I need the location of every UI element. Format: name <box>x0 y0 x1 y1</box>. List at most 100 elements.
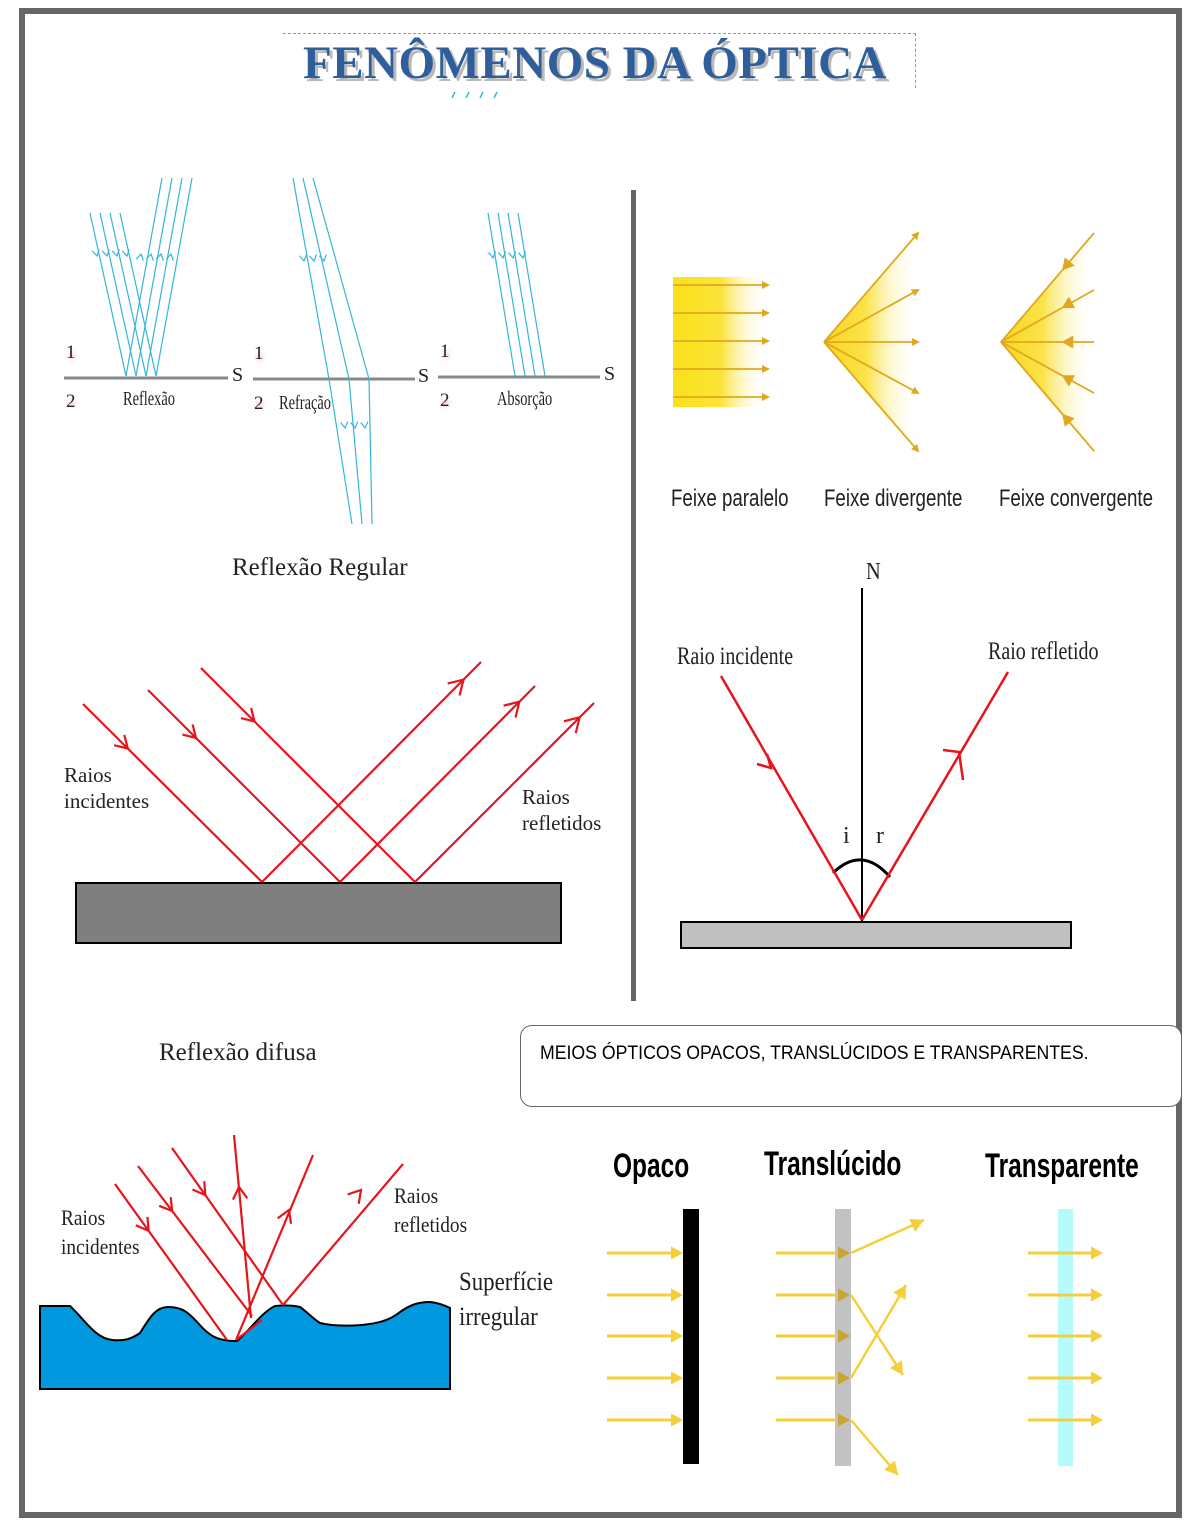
incident-ray-arrow <box>192 1181 207 1197</box>
reflected-ray-arrow <box>231 1184 249 1201</box>
diffuse-reflected-label-line2: refletidos <box>394 1212 468 1237</box>
ray-arrow <box>518 251 527 260</box>
incident-rays-label-line1: Raios <box>64 763 112 787</box>
vertical-divider <box>631 190 636 1001</box>
parallel-beam-glow <box>673 277 768 407</box>
reflexao-rays <box>89 177 193 377</box>
medium-2-label: 2 <box>440 390 450 411</box>
incident-ray <box>517 212 546 377</box>
reflected-ray <box>261 661 482 883</box>
translucent-ray-arrow <box>838 1329 850 1343</box>
reflective-surface <box>75 882 562 944</box>
translucent-ray-arrow <box>838 1413 850 1427</box>
incident-ray <box>82 703 263 883</box>
diffuse-reflected-label-line1: Raios <box>394 1183 439 1208</box>
convergent-ray-arrow <box>1061 375 1076 387</box>
convergent-ray <box>1000 232 1095 343</box>
scattered-ray <box>850 1218 925 1255</box>
scattered-ray-arrow <box>889 1360 903 1375</box>
incident-rays-label-line2: incidentes <box>64 789 150 813</box>
transparent-ray-arrow <box>1091 1413 1103 1427</box>
reflected-ray-arrow <box>563 715 582 734</box>
medium-1-marker <box>437 346 455 364</box>
incident-ray <box>292 177 330 380</box>
translucent-ray-arrow <box>838 1288 850 1302</box>
reflexao-label: Reflexão <box>123 388 175 410</box>
ray-arrow <box>488 251 497 260</box>
incident-ray <box>200 667 416 883</box>
medium-1-label: 1 <box>254 343 264 364</box>
irregular-surface-label-line1: Superfície <box>459 1267 554 1296</box>
regular-reflection-title: Reflexão Regular <box>232 554 408 581</box>
reflected-ray-arrow <box>503 700 521 718</box>
reflected-ray-arrow <box>942 748 965 781</box>
incident-ray-arrow <box>240 707 257 724</box>
incident-ray <box>89 212 127 377</box>
reflected-ray <box>860 671 1010 921</box>
ray-arrow <box>101 249 110 258</box>
convergent-ray <box>1000 289 1095 343</box>
incident-ray <box>137 1165 253 1317</box>
medium-2-marker <box>437 394 455 412</box>
opaque-ray-arrow <box>671 1371 683 1385</box>
page-title: FENÔMENOS DA ÓPTICA <box>303 37 887 89</box>
ray-arrow <box>508 251 517 260</box>
ray-arrow <box>91 249 100 258</box>
convergent-ray-arrow <box>1062 257 1075 271</box>
reflected-ray <box>414 702 595 883</box>
reflected-ray <box>135 177 173 377</box>
incident-ray-arrow <box>113 734 130 751</box>
medium-2-marker <box>63 394 81 412</box>
convergent-beam-glow <box>1000 232 1095 455</box>
opaque-ray-arrow <box>671 1288 683 1302</box>
refracted-ray <box>348 378 363 525</box>
reflected-ray <box>339 685 536 883</box>
incident-ray <box>114 1183 228 1341</box>
transparent-ray-arrow <box>1091 1246 1103 1260</box>
opaque-ray-arrow <box>671 1413 683 1427</box>
incident-ray <box>507 212 536 377</box>
translucent-ray-arrow <box>838 1246 850 1260</box>
reflected-ray-arrow <box>347 1188 363 1204</box>
beams-diagram <box>673 231 1095 455</box>
opaque-ray-arrow <box>671 1329 683 1343</box>
refracao-label: Refração <box>279 392 331 414</box>
angle-r-label: r <box>876 823 884 849</box>
convergent-ray-arrow <box>1062 413 1075 427</box>
convergent-ray-arrow <box>1061 335 1074 349</box>
ray-arrow <box>340 421 349 430</box>
medium-1-label: 1 <box>66 342 76 363</box>
ray-arrow <box>145 252 154 261</box>
title-frame <box>283 33 916 88</box>
reflected-ray <box>145 177 183 377</box>
ray-arrow <box>308 254 318 263</box>
refracao-rays <box>292 177 373 525</box>
beam-label-divergent: Feixe divergente <box>824 485 963 512</box>
reflected-ray <box>235 1319 263 1341</box>
title-decoration <box>451 91 498 99</box>
reflected-ray <box>282 1163 404 1306</box>
medium-1-marker <box>251 348 269 366</box>
incident-ray <box>719 675 864 921</box>
media-label-translucent: Translúcido <box>764 1145 902 1183</box>
diffuse-reflection-diagram <box>39 1134 451 1390</box>
beam-label-convergent: Feixe convergente <box>999 485 1154 512</box>
regular-reflection-diagram <box>75 661 595 944</box>
surface-label: S <box>418 365 430 387</box>
diffuse-incident-label-line1: Raios <box>61 1205 106 1230</box>
ray-arrow <box>155 252 164 261</box>
ray-arrow <box>135 252 144 261</box>
reflected-rays-label-line1: Raios <box>522 785 570 809</box>
refracted-ray <box>368 378 373 525</box>
law-of-reflection-diagram <box>680 588 1072 949</box>
incident-ray <box>147 689 341 883</box>
medium-2-label: 2 <box>254 393 264 414</box>
incident-ray <box>487 212 516 377</box>
transparent-ray-arrow <box>1091 1371 1103 1385</box>
divergent-ray <box>823 341 920 394</box>
divergent-beam-glow <box>824 232 918 455</box>
medium-1-label: 1 <box>440 341 450 362</box>
